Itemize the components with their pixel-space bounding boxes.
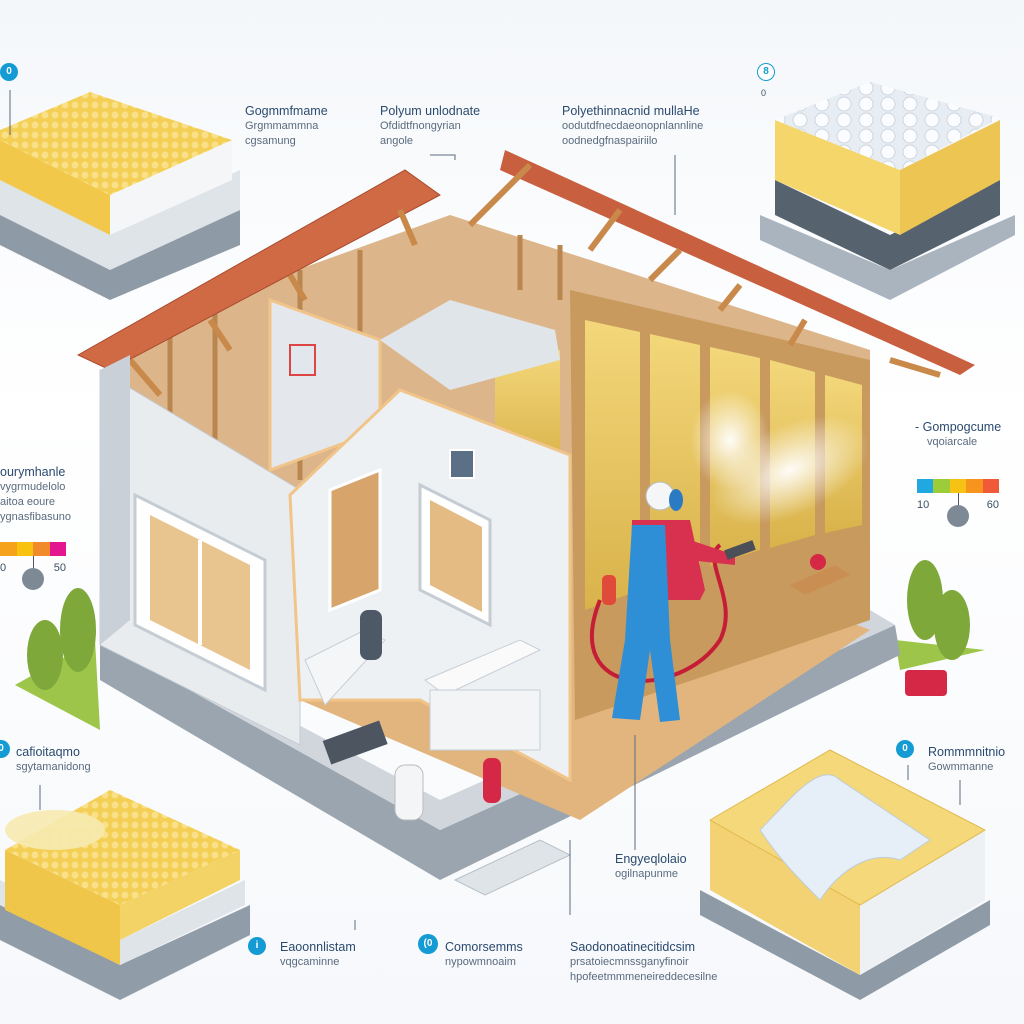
gas-cylinders [394,758,501,821]
sample-spray-foam-block [760,82,1015,300]
gauge-knob [22,568,44,590]
label-line: oodnedgfnaspairiilo [562,135,658,147]
worker [602,481,756,722]
badge-top-right: 8 [757,63,775,81]
label-line: nypowmnoaim [445,956,516,968]
label-line: Grgmmammna [245,120,319,132]
badge-bottom-a: i [248,937,266,955]
gauge-max: 50 [53,562,66,574]
label-top-c: Polyethinnacnid mullaHe oodutdfnecdaeono… [562,104,703,149]
label-bottom-a: Eaoonnlistam vqgcaminne [280,940,356,970]
bed [304,610,386,706]
label-line: aitoa eoure [0,496,56,508]
gauge-segment [982,479,1000,493]
label-line: vqgcaminne [280,956,340,968]
gauge-segment [0,542,17,556]
window-left[interactable] [133,492,267,693]
gauge-segment [33,542,50,556]
sample-wall-cavity-block [700,749,990,1000]
doorway[interactable] [328,467,382,613]
gauge-min: 10 [917,499,930,511]
label-bottom-b: Comorsemms nypowmnoaim [445,940,523,970]
gauge-max: 60 [986,499,999,511]
label-title: - Gompogcume [915,420,1002,434]
label-bottom-c: Saodonoatinecitidcsim prsatoiecmnssganyf… [570,940,717,985]
gauge-stem [958,493,959,505]
sample-foam-block [0,790,250,1000]
label-top-a: Gogmmfmame Grgmmammna cgsamung [245,104,328,149]
label-left-mid: ourymhanle vygrmudelolo aitoa eoure ygna… [0,465,71,525]
foundation [100,625,900,880]
label-line: sgytamanidong [16,761,91,773]
outdoor-kit [905,670,947,696]
label-title: Comorsemms [445,940,523,954]
gauge-segment [966,479,983,493]
badge-top-left: 0 [0,63,18,81]
poster [289,344,316,376]
label-line: cgsamung [245,135,296,147]
label-title: Polyethinnacnid mullaHe [562,104,700,118]
label-right-bottom: Rommmnitnio Gowmmanne [928,745,1005,775]
gauge-left: 0 50 [0,542,66,590]
sample-fiberglass-block [0,92,240,300]
label-line: Gowmmanne [928,761,994,773]
label-title: Rommmnitnio [928,745,1006,759]
gauge-color-bar [0,542,66,556]
gauge-min: 0 [0,562,7,574]
wall-picture [449,449,475,479]
gauge-segment [917,479,934,493]
gauge-knob [947,505,969,527]
label-line: vqoiarcale [927,436,978,448]
bench [790,554,850,595]
gauge-color-bar [917,479,1000,493]
label-line: prsatoiecmnssganyfinoir [570,956,689,968]
label-title: Eaoonnlistam [280,940,356,954]
roof-tiles-right [500,150,975,375]
badge-top-right-sub: 0 [761,88,767,98]
gauge-segment [949,479,967,493]
label-line: ygnasfibasuno [0,511,71,523]
label-top-b: Polyum unlodnate Ofdidtfnongyrian angole [380,104,480,149]
roof-rafters-left [127,208,418,397]
partition-wall-c [380,300,560,390]
label-line: angole [380,135,414,147]
label-title: Saodonoatinecitidcsim [570,940,696,954]
label-title: ourymhanle [0,465,66,479]
gauge-right: 10 60 [917,479,1000,527]
window-inner[interactable] [418,482,492,628]
label-line: ogilnapunme [615,868,678,880]
gauge-stem [33,556,34,568]
spray-cloud-2 [690,390,770,490]
label-right-mid: - Gompogcume vqoiarcale [915,420,1001,450]
gauge-segment [16,542,33,556]
badge-bottom-b: (0 [418,934,438,954]
desk [424,639,542,751]
label-line: vygrmudelolo [0,481,66,493]
badge-mid-left: 0 [0,740,10,758]
badge-bottom-right: 0 [896,740,914,758]
roof-rafters-right [467,162,941,378]
toolbox [322,720,388,765]
leader-lines [9,90,961,930]
gauge-segment [49,542,66,556]
label-title: cafioitaqmo [16,745,80,759]
label-line: hpofeetmmmeneireddecesilne [570,971,718,983]
label-line: Ofdidtfnongyrian [380,120,461,132]
label-title: Polyum unlodnate [380,104,481,118]
label-center-bottom: Engyeqlolaio ogilnapunme [615,852,687,882]
label-title: Gogmmfmame [245,104,328,118]
label-line: oodutdfnecdaeonopnlannline [562,120,704,132]
bushes [27,560,970,690]
label-left-bottom: cafioitaqmo sgytamanidong [16,745,91,775]
roof-tiles-left [76,169,441,371]
exterior-wall-side [100,355,130,645]
label-title: Engyeqlolaio [615,852,687,866]
gauge-segment [933,479,950,493]
spray-hose [590,543,728,683]
